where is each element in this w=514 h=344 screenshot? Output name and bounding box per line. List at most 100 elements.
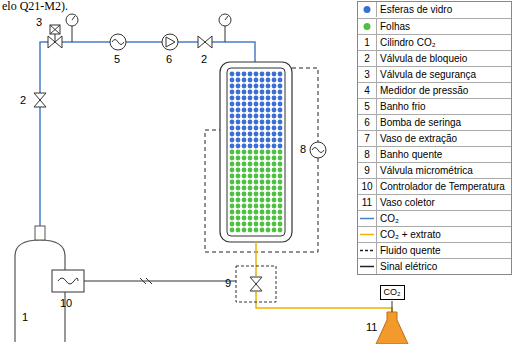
packing-dot (236, 144, 241, 149)
legend-text: Esferas de vidro (380, 4, 452, 15)
legend-line-sample (358, 259, 376, 274)
packing-dot (230, 216, 235, 221)
packing-dot (248, 132, 253, 137)
packing-dot (278, 78, 283, 83)
packing-dot (248, 180, 253, 185)
packing-dot (278, 180, 283, 185)
packing-dot (278, 162, 283, 167)
packing-dot (230, 204, 235, 209)
packing-dot (230, 108, 235, 113)
packing-dot (254, 132, 259, 137)
packing-dot (248, 114, 253, 119)
packing-dot (254, 180, 259, 185)
packing-dot (266, 102, 271, 107)
packing-dot (272, 204, 277, 209)
packing-dot (278, 138, 283, 143)
legend-number: 6 (358, 117, 376, 128)
packing-dot (236, 156, 241, 161)
packing-dot (278, 114, 283, 119)
legend-number: 10 (358, 181, 376, 192)
packing-dot (260, 228, 265, 233)
legend-row: 6Bomba de seringa (358, 114, 511, 130)
collector-flask (376, 312, 408, 344)
packing-dot (266, 78, 271, 83)
legend-number: 8 (358, 149, 376, 160)
legend-line-sample (358, 227, 376, 242)
legend-text: Válvula micrométrica (380, 165, 473, 176)
packing-dot (242, 90, 247, 95)
packing-dot (242, 108, 247, 113)
legend-row: 8Banho quente (358, 146, 511, 162)
packing-dot (272, 228, 277, 233)
packing-dot (248, 198, 253, 203)
packing-dot (236, 96, 241, 101)
packing-dot (272, 102, 277, 107)
packing-dot (278, 198, 283, 203)
packing-dot (266, 168, 271, 173)
legend-number: 1 (358, 37, 376, 48)
packing-dot (242, 150, 247, 155)
packing-dot (242, 162, 247, 167)
packing-dot (260, 126, 265, 131)
packing-dot (236, 216, 241, 221)
box-text: CO₂ (384, 287, 401, 297)
block-valve (34, 93, 46, 107)
packing-dot (236, 204, 241, 209)
packing-dot (260, 78, 265, 83)
packing-dot (278, 84, 283, 89)
packing-dot (236, 222, 241, 227)
packing-dot (242, 192, 247, 197)
packing-dot (242, 222, 247, 227)
callout-number: 3 (36, 17, 42, 28)
packing-dot (248, 228, 253, 233)
legend-row: Sinal elétrico (358, 258, 511, 274)
hot-bath (310, 142, 326, 158)
packing-dot (236, 228, 241, 233)
packing-dot (242, 186, 247, 191)
packing-dot (230, 156, 235, 161)
packing-dot (278, 126, 283, 131)
packing-dot (254, 174, 259, 179)
legend-row: 10Controlador de Temperatura (358, 178, 511, 194)
packing-dot (254, 186, 259, 191)
callout-number: 5 (114, 54, 120, 65)
legend-swatch (364, 6, 371, 13)
packing-dot (278, 90, 283, 95)
text-box: CO₂ (380, 285, 405, 300)
packing-dot (260, 150, 265, 155)
legend-text: Válvula de segurança (380, 69, 476, 80)
packing-dot (230, 228, 235, 233)
packing-dot (266, 216, 271, 221)
packing-dot (236, 210, 241, 215)
packing-dot (272, 222, 277, 227)
legend-text: Cilindro CO₂ (380, 37, 436, 48)
packing-dot (230, 174, 235, 179)
packing-dot (278, 222, 283, 227)
packing-dot (242, 120, 247, 125)
packing-dot (236, 174, 241, 179)
packing-dot (266, 156, 271, 161)
packing-dot (272, 174, 277, 179)
packing-dot (242, 216, 247, 221)
packing-dot (272, 168, 277, 173)
packing-dot (236, 120, 241, 125)
packing-dot (272, 180, 277, 185)
legend-row: 2Válvula de bloqueio (358, 50, 511, 66)
vessel-inner (227, 68, 285, 236)
packing-dot (260, 120, 265, 125)
packing-dot (254, 228, 259, 233)
packing-dot (248, 216, 253, 221)
callout-number: 11 (366, 322, 377, 333)
legend-row: 1 Cilindro CO₂ (358, 34, 511, 50)
packing-dot (230, 120, 235, 125)
legend-row: CO₂ (358, 210, 511, 226)
legend-number: 9 (358, 165, 376, 176)
packing-dot (278, 72, 283, 77)
legend-row: Esferas de vidro (358, 2, 511, 18)
packing-dot (242, 210, 247, 215)
packing-dot (248, 90, 253, 95)
legend-row: 4Medidor de pressão (358, 82, 511, 98)
packing-dot (278, 96, 283, 101)
packing-dot (266, 72, 271, 77)
packing-dot (266, 108, 271, 113)
